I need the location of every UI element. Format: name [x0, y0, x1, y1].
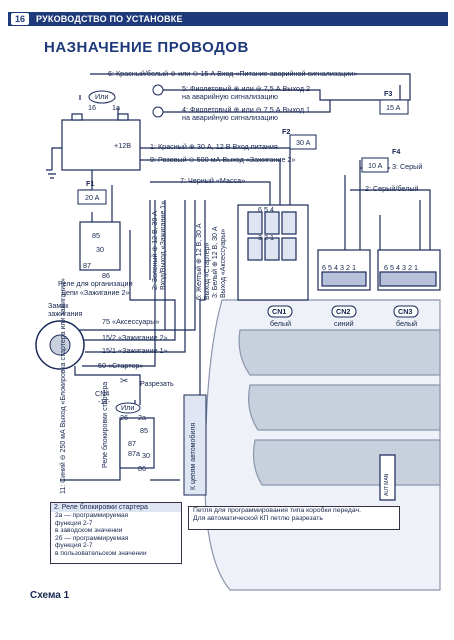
- relay-86: 86: [102, 271, 110, 280]
- wire-v3-label: 3: Белый ⊕ 12 В, 30 А: [212, 226, 219, 298]
- starter-relay-info-box: 2. Реле блокировки стартера 2а — програм…: [50, 502, 182, 564]
- fuse-f3: [379, 99, 409, 115]
- fuse-f1-label: F1: [86, 179, 95, 188]
- blk-30: 30: [142, 451, 150, 460]
- fuse-f4-label: F4: [392, 147, 401, 156]
- blk-86: 86: [138, 464, 146, 473]
- cn2-color: синий: [334, 319, 354, 328]
- cn4-label: CN4: [95, 389, 110, 398]
- wire-1-label: 1: Красный ⊕ 30 А, 12 В Вход питания: [150, 142, 278, 151]
- car-panel-2: [248, 384, 441, 431]
- scheme-caption: Схема 1: [30, 590, 70, 601]
- wire-v3b-label: Выход «Аксессуары»: [220, 228, 227, 298]
- ili-label: Или: [95, 92, 109, 101]
- fuse-f1: [77, 189, 107, 205]
- main-pins-mid: 3 2 1: [258, 233, 274, 242]
- wire-v2b-label: Вход/Выход «Зажигание 1»: [160, 201, 167, 290]
- pin-26: 26: [120, 413, 128, 422]
- lock-label: Замок: [48, 301, 69, 310]
- loop-note-line-1: Петля для программирования типа коробки …: [193, 507, 361, 514]
- wire-3-label: 3: Серый: [392, 162, 423, 171]
- pin-2a: 2a: [138, 413, 146, 422]
- fuse-f4: [361, 157, 389, 173]
- cn3-label: CN3: [398, 307, 413, 316]
- lamp-2: [152, 106, 164, 118]
- fuse-f1-value: 20 A: [85, 193, 100, 202]
- cn2-label: CN2: [336, 307, 351, 316]
- relay-85: 85: [92, 231, 100, 240]
- info-line-2: функция 2-7: [55, 519, 93, 527]
- wire-9-label: 9: Розовый ⊖ 500 мА Выход «Зажигание 2»: [150, 155, 296, 164]
- cn3-color: белый: [396, 319, 418, 328]
- cn4-pin: -11-: [98, 397, 111, 406]
- terminal-15-1: 15/1 «Зажигание 1»: [102, 346, 168, 355]
- fuse-f2-label: F2: [282, 127, 291, 136]
- car-panel-3: [252, 439, 441, 486]
- main-pins-top: 6 5 4: [258, 205, 274, 214]
- to-car-label: К цепям автомобиля: [190, 422, 197, 490]
- terminal-15-2: 15/2 «Зажигание 2»: [102, 333, 168, 342]
- info-line-6: в пользовательском значении: [55, 549, 147, 557]
- main-connector: [237, 204, 309, 301]
- wire-4-label-2: на аварийную сигнализацию: [182, 113, 278, 122]
- wire-7-label: 7: Черный «Масса»: [180, 176, 246, 185]
- loop-tag: AUT MAN: [384, 473, 390, 496]
- wire-5-label-2: на аварийную сигнализацию: [182, 92, 278, 101]
- blk-87: 87: [128, 439, 136, 448]
- page-header: 16 РУКОВОДСТВО ПО УСТАНОВКЕ: [8, 12, 448, 26]
- fuse-f3-value: 15 A: [386, 103, 401, 112]
- cn1-label: CN1: [272, 307, 287, 316]
- cut-label: Разрезать: [140, 379, 174, 388]
- pin-1a-label: 1a: [112, 103, 120, 112]
- info-line-3: в заводском значении: [55, 527, 123, 534]
- page-number: 16: [11, 13, 29, 25]
- terminal-50: 50 «Стартер»: [98, 361, 144, 370]
- relay-30: 30: [96, 245, 104, 254]
- wire-2-label: 2: Серый/белый: [365, 184, 419, 193]
- cn1-color: белый: [270, 319, 292, 328]
- info-line-4: 2б — программируемая: [55, 534, 129, 542]
- lock-label-2: зажигания: [48, 309, 83, 318]
- terminal-75: 75 «Аксессуары»: [102, 317, 160, 326]
- page-title: НАЗНАЧЕНИЕ ПРОВОДОВ: [44, 39, 249, 56]
- car-panel-1: [238, 329, 441, 376]
- relay-87: 87: [83, 261, 91, 270]
- relay-ign-title: Реле для организации: [58, 279, 133, 288]
- wire-5-label: 5: Фиолетовый ⊕ или ⊖ 7,5 А Выход 2: [182, 84, 311, 93]
- loop-note-line-2: Для автоматической КП петлю разрезать: [193, 515, 323, 522]
- section-title: РУКОВОДСТВО ПО УСТАНОВКЕ: [36, 14, 183, 24]
- wire-v2-label: 2: Зеленый ⊕ 12 В, 30 А: [152, 211, 159, 290]
- cn2-pins: 6 5 4 3 2 1: [322, 263, 356, 272]
- wire-v6-label: 6: Желтый ⊕ 12 В, 30 А: [196, 223, 203, 301]
- blk-87a: 87a: [128, 449, 140, 458]
- loop-note-box: Петля для программирования типа коробки …: [188, 506, 400, 530]
- battery-plus-label: +12В: [114, 141, 131, 150]
- wire-v6b-label: Выход «Стартер»: [204, 242, 211, 300]
- info-heading: 2. Реле блокировки стартера: [51, 503, 181, 512]
- blk-85: 85: [140, 426, 148, 435]
- fuse-f4-value: 10 A: [368, 161, 383, 170]
- cn3-pins: 6 5 4 3 2 1: [384, 263, 418, 272]
- battery: [61, 113, 141, 171]
- scissors-icon: ✂: [120, 376, 128, 387]
- cn-connectors: [317, 249, 441, 291]
- to-car-block: [183, 394, 207, 496]
- info-line-5: функция 2-7: [55, 542, 93, 549]
- wire-4-label: 4: Фиолетовый ⊕ или ⊖ 7,5 А Выход 1: [182, 105, 311, 114]
- pin-16-label: 16: [88, 103, 96, 112]
- fuse-f3-label: F3: [384, 89, 393, 98]
- info-line-1: 2а — программируемая: [55, 512, 129, 519]
- ili-label-2: Или: [121, 403, 135, 412]
- wire-6-label: 6: Красный/белый ⊕ или ⊖ 15 А Вход «Пита…: [108, 69, 358, 78]
- fuse-f2: [289, 134, 317, 150]
- relay-ign-title-2: цепи «Зажигание 2»: [62, 288, 130, 297]
- relay-starter: [119, 417, 155, 469]
- fuse-f2-value: 30 A: [296, 138, 311, 147]
- lamp-1: [152, 84, 164, 96]
- relay-ignition: [79, 221, 121, 271]
